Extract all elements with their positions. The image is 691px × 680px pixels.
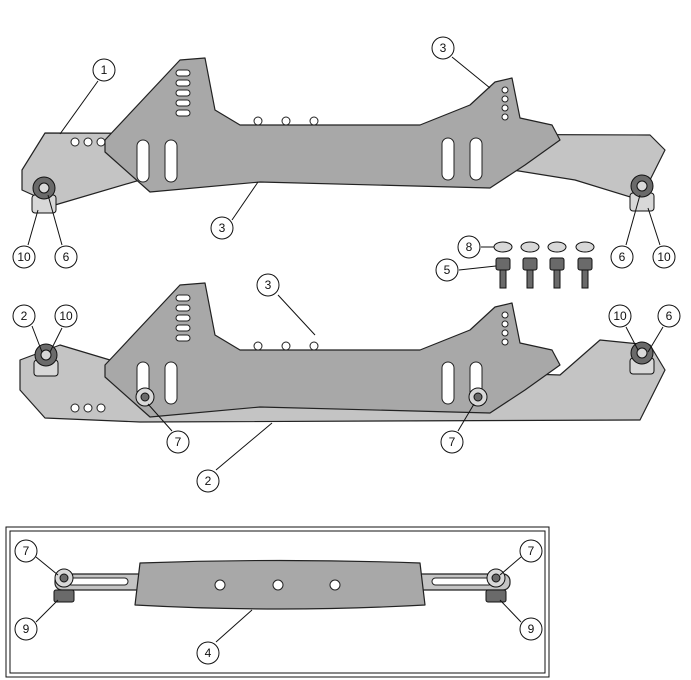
detail-box (5, 526, 550, 678)
callout-7: 7 (440, 430, 464, 454)
bracket-slots (136, 69, 509, 183)
svg-text:3: 3 (265, 278, 272, 292)
svg-text:10: 10 (613, 309, 627, 323)
callout-7: 7 (519, 539, 543, 563)
bolt-nut-right (485, 568, 507, 603)
callout-2: 2 (196, 469, 220, 493)
callout-7: 7 (166, 430, 190, 454)
svg-text:6: 6 (63, 250, 70, 264)
callout-8: 8 (457, 235, 481, 259)
svg-text:7: 7 (175, 435, 182, 449)
callout-10: 10 (608, 304, 632, 328)
svg-text:7: 7 (449, 435, 456, 449)
callout-3: 3 (210, 216, 234, 240)
callout-2: 2 (12, 304, 36, 328)
callout-6: 6 (610, 245, 634, 269)
svg-text:9: 9 (23, 622, 30, 636)
middle-assembly (19, 282, 666, 423)
callout-3: 3 (256, 273, 280, 297)
callout-4: 4 (196, 641, 220, 665)
svg-text:2: 2 (21, 309, 28, 323)
svg-text:6: 6 (619, 250, 626, 264)
loose-hardware (493, 241, 595, 289)
svg-text:10: 10 (657, 250, 671, 264)
callout-bubbles: 1 3 3 10 6 6 10 8 5 3 2 10 10 6 7 2 7 7 … (12, 36, 681, 665)
callout-6: 6 (54, 245, 78, 269)
svg-text:1: 1 (101, 63, 108, 77)
callout-9: 9 (519, 617, 543, 641)
callout-10: 10 (652, 245, 676, 269)
svg-text:4: 4 (205, 646, 212, 660)
rail-holes (70, 403, 106, 413)
svg-text:10: 10 (17, 250, 31, 264)
svg-text:8: 8 (466, 240, 473, 254)
svg-text:3: 3 (440, 41, 447, 55)
bolt-head-left (135, 387, 155, 407)
nut-left (33, 343, 59, 377)
callout-5: 5 (435, 258, 459, 282)
svg-text:6: 6 (666, 309, 673, 323)
callout-9: 9 (14, 617, 38, 641)
callout-7: 7 (14, 539, 38, 563)
nut-right (629, 341, 655, 375)
top-assembly (21, 57, 666, 214)
svg-text:10: 10 (59, 309, 73, 323)
leader-lines (27, 56, 664, 643)
callout-6: 6 (657, 304, 681, 328)
nut-left (31, 176, 57, 214)
svg-text:5: 5 (444, 263, 451, 277)
bolt-head-right (468, 387, 488, 407)
bolt-nut-left (53, 568, 75, 603)
svg-text:7: 7 (528, 544, 535, 558)
svg-text:3: 3 (219, 221, 226, 235)
callout-10: 10 (54, 304, 78, 328)
svg-text:7: 7 (23, 544, 30, 558)
bolts-part-5 (495, 257, 593, 289)
washers-part-8 (493, 241, 595, 253)
svg-text:2: 2 (205, 474, 212, 488)
svg-text:9: 9 (528, 622, 535, 636)
nut-right (629, 174, 655, 212)
callout-3: 3 (431, 36, 455, 60)
callout-10: 10 (12, 245, 36, 269)
callout-1: 1 (92, 58, 116, 82)
